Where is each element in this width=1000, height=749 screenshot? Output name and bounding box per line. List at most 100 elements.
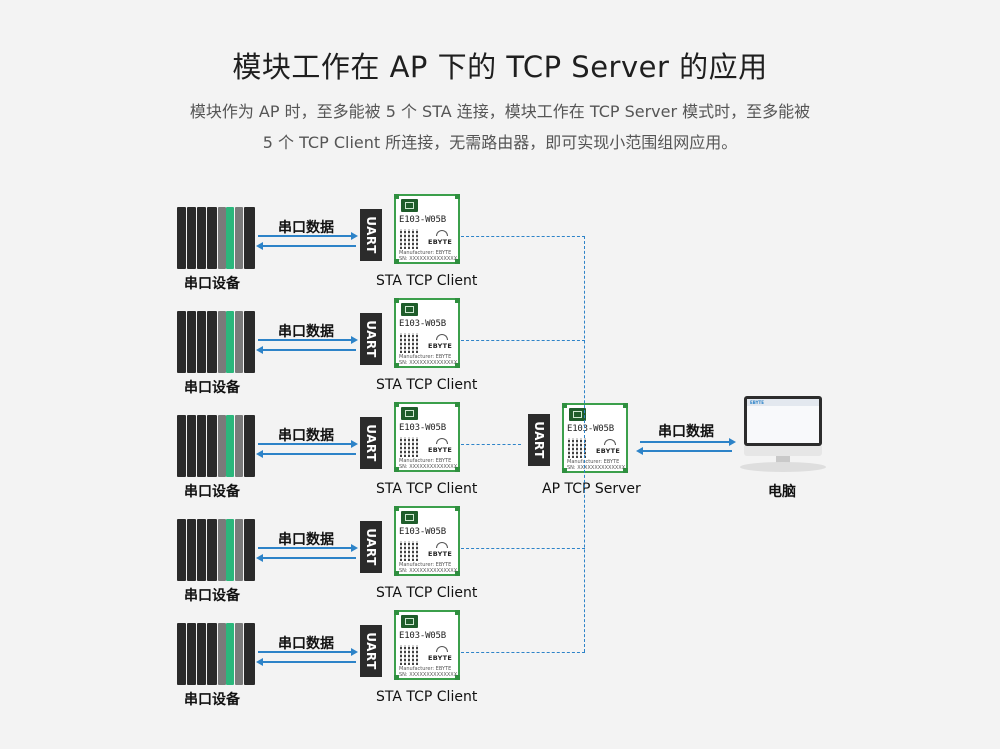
wifi-icon <box>436 230 448 236</box>
module-model: E103-W05B <box>399 319 446 329</box>
antenna-icon <box>401 615 418 628</box>
server-uart-tag: UART <box>528 414 550 466</box>
wifi-link <box>461 652 585 653</box>
antenna-icon <box>569 408 586 421</box>
module-model: E103-W05B <box>399 527 446 537</box>
qr-code-icon <box>568 438 588 458</box>
module-to-device-arrow <box>256 346 356 353</box>
module-brand: EBYTE <box>428 654 453 662</box>
device-to-module-arrow <box>258 440 358 447</box>
serial-device-label: 串口设备 <box>184 692 240 708</box>
wifi-icon <box>436 334 448 340</box>
module-manufacturer: Manufacturer: EBYTE <box>399 458 452 464</box>
serial-device-icon <box>177 519 255 581</box>
module-brand: EBYTE <box>428 238 453 246</box>
server-label: AP TCP Server <box>542 481 641 497</box>
pc-to-server-arrow <box>636 447 732 454</box>
serial-device-icon <box>177 415 255 477</box>
computer-label: 电脑 <box>768 484 796 500</box>
antenna-icon <box>401 303 418 316</box>
serial-device-label: 串口设备 <box>184 276 240 292</box>
uart-tag: UART <box>360 625 382 677</box>
client-label: STA TCP Client <box>376 273 478 289</box>
antenna-icon <box>401 511 418 524</box>
wifi-link <box>461 444 521 445</box>
client-label: STA TCP Client <box>376 585 478 601</box>
wifi-link <box>461 236 585 237</box>
module-brand: EBYTE <box>428 446 453 454</box>
wifi-icon <box>436 438 448 444</box>
device-to-module-arrow <box>258 648 358 655</box>
module-manufacturer: Manufacturer: EBYTE <box>399 354 452 360</box>
serial-device-icon <box>177 311 255 373</box>
module-brand: EBYTE <box>428 342 453 350</box>
module-model: E103-W05B <box>399 631 446 641</box>
qr-code-icon <box>400 437 420 457</box>
wifi-link <box>461 340 585 341</box>
module-sn: SN: XXXXXXXXXXXXXX <box>399 360 458 366</box>
qr-code-icon <box>400 229 420 249</box>
uart-tag: UART <box>360 209 382 261</box>
module-sn: SN: XXXXXXXXXXXXXX <box>399 464 458 470</box>
description-line-1: 模块作为 AP 时，至多能被 5 个 STA 连接，模块工作在 TCP Serv… <box>189 102 811 121</box>
uart-label: UART <box>364 528 378 566</box>
module-manufacturer: Manufacturer: EBYTE <box>399 666 452 672</box>
module-sn: SN: XXXXXXXXXXXXXX <box>399 256 458 262</box>
server-to-pc-arrow <box>640 438 736 445</box>
qr-code-icon <box>400 333 420 353</box>
uart-label: UART <box>364 424 378 462</box>
server-module: E103-W05B EBYTE Manufacturer: EBYTE SN: … <box>562 403 628 473</box>
computer-icon: EBYTE <box>740 396 826 474</box>
module-sn: SN: XXXXXXXXXXXXXX <box>567 465 626 471</box>
module-manufacturer: Manufacturer: EBYTE <box>567 459 620 465</box>
module-sn: SN: XXXXXXXXXXXXXX <box>399 568 458 574</box>
serial-device-icon <box>177 623 255 685</box>
module-to-device-arrow <box>256 450 356 457</box>
module-brand: EBYTE <box>596 447 621 455</box>
module-manufacturer: Manufacturer: EBYTE <box>399 562 452 568</box>
wifi-icon <box>604 439 616 445</box>
server-link-label: 串口数据 <box>658 424 714 440</box>
uart-label: UART <box>364 320 378 358</box>
uart-tag: UART <box>360 417 382 469</box>
serial-device-label: 串口设备 <box>184 484 240 500</box>
serial-data-label: 串口数据 <box>278 532 334 548</box>
computer-screen-logo: EBYTE <box>750 400 764 405</box>
serial-data-label: 串口数据 <box>278 324 334 340</box>
server-uart-label: UART <box>532 421 546 459</box>
wifi-icon <box>436 542 448 548</box>
uart-tag: UART <box>360 521 382 573</box>
qr-code-icon <box>400 541 420 561</box>
serial-device-icon <box>177 207 255 269</box>
wifi-icon <box>436 646 448 652</box>
client-label: STA TCP Client <box>376 689 478 705</box>
antenna-icon <box>401 199 418 212</box>
description-line-2: 5 个 TCP Client 所连接，无需路由器，即可实现小范围组网应用。 <box>262 133 738 152</box>
antenna-icon <box>401 407 418 420</box>
uart-label: UART <box>364 632 378 670</box>
client-label: STA TCP Client <box>376 377 478 393</box>
qr-code-icon <box>400 645 420 665</box>
serial-device-label: 串口设备 <box>184 380 240 396</box>
device-to-module-arrow <box>258 544 358 551</box>
serial-data-label: 串口数据 <box>278 636 334 652</box>
module-model: E103-W05B <box>567 424 614 434</box>
module-model: E103-W05B <box>399 423 446 433</box>
module-to-device-arrow <box>256 658 356 665</box>
module-sn: SN: XXXXXXXXXXXXXX <box>399 672 458 678</box>
wifi-link <box>461 548 585 549</box>
network-trunk <box>584 236 585 652</box>
description: 模块作为 AP 时，至多能被 5 个 STA 连接，模块工作在 TCP Serv… <box>150 96 850 158</box>
serial-device-label: 串口设备 <box>184 588 240 604</box>
module-to-device-arrow <box>256 554 356 561</box>
uart-label: UART <box>364 216 378 254</box>
module-model: E103-W05B <box>399 215 446 225</box>
serial-data-label: 串口数据 <box>278 220 334 236</box>
module-manufacturer: Manufacturer: EBYTE <box>399 250 452 256</box>
uart-tag: UART <box>360 313 382 365</box>
